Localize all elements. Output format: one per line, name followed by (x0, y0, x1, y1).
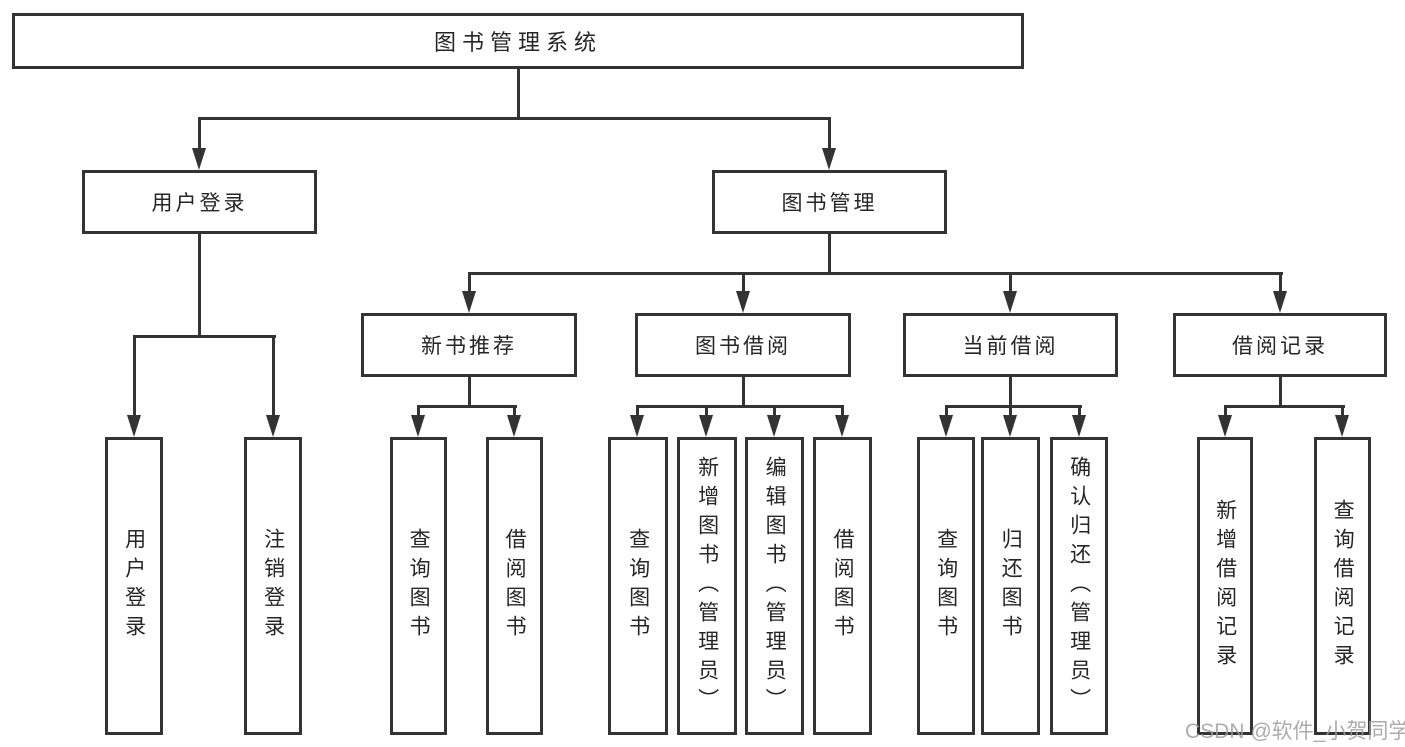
leaf-query-books-borrow: 查询图书 (608, 437, 668, 735)
connector-vline (1341, 405, 1344, 419)
arrowhead-down-icon (1273, 291, 1287, 313)
leaf-return-book: 归还图书 (981, 437, 1040, 735)
node-book-management: 图书管理 (712, 170, 947, 234)
connector-vline (945, 405, 948, 419)
arrowhead-down-icon (767, 415, 781, 437)
arrowhead-down-icon (411, 415, 425, 437)
leaf-edit-book-admin: 编辑图书（管理员） (745, 437, 804, 735)
connector-vline (705, 405, 708, 419)
arrowhead-down-icon (1003, 415, 1017, 437)
connector-vline (828, 234, 831, 275)
connector-vline (841, 405, 844, 419)
arrowhead-down-icon (1218, 415, 1232, 437)
leaf-add-borrow-record-label: 新增借阅记录 (1213, 499, 1237, 673)
node-new-book-recommend: 新书推荐 (361, 313, 577, 377)
connector-vline (272, 335, 275, 419)
leaf-borrow-books-recommend: 借阅图书 (486, 437, 543, 735)
connector-hline (636, 405, 844, 408)
connector-vline (773, 405, 776, 419)
connector-vline (828, 117, 831, 150)
arrowhead-down-icon (1072, 415, 1086, 437)
connector-vline (468, 272, 471, 294)
leaf-borrow-books-label: 借阅图书 (831, 528, 855, 644)
node-borrow-records-label: 借阅记录 (1232, 335, 1328, 358)
connector-hline (417, 405, 517, 408)
leaf-query-books-recommend: 查询图书 (390, 437, 447, 735)
arrowhead-down-icon (507, 415, 521, 437)
arrowhead-down-icon (192, 148, 206, 170)
node-library-system-label: 图书管理系统 (433, 30, 602, 55)
connector-vline (198, 117, 201, 150)
node-book-management-label: 图书管理 (781, 192, 878, 215)
connector-hline (468, 272, 1283, 275)
connector-vline (1279, 377, 1282, 408)
leaf-return-book-label: 归还图书 (999, 528, 1023, 644)
leaf-borrow-books-recommend-label: 借阅图书 (503, 528, 527, 644)
leaf-confirm-return-admin: 确认归还（管理员） (1050, 437, 1108, 735)
leaf-query-books-current: 查询图书 (917, 437, 975, 735)
connector-vline (133, 335, 136, 419)
connector-vline (636, 405, 639, 419)
leaf-query-books-borrow-label: 查询图书 (626, 528, 650, 644)
leaf-borrow-books: 借阅图书 (813, 437, 872, 735)
leaf-confirm-return-admin-label: 确认归还（管理员） (1067, 455, 1091, 717)
arrowhead-down-icon (822, 148, 836, 170)
node-borrow-records: 借阅记录 (1173, 313, 1387, 377)
arrowhead-down-icon (835, 415, 849, 437)
leaf-add-book-admin-label: 新增图书（管理员） (695, 455, 719, 717)
arrowhead-down-icon (1335, 415, 1349, 437)
leaf-query-books-current-label: 查询图书 (934, 528, 958, 644)
connector-vline (1009, 377, 1012, 408)
connector-hline (198, 117, 831, 120)
leaf-user-login: 用户登录 (105, 437, 163, 735)
leaf-add-borrow-record: 新增借阅记录 (1197, 437, 1253, 735)
arrowhead-down-icon (266, 415, 280, 437)
node-book-borrow: 图书借阅 (635, 313, 851, 377)
leaf-query-borrow-record-label: 查询借阅记录 (1331, 499, 1355, 673)
node-library-system: 图书管理系统 (12, 13, 1024, 69)
arrowhead-down-icon (939, 415, 953, 437)
leaf-user-login-label: 用户登录 (122, 528, 146, 644)
connector-vline (417, 405, 420, 419)
arrowhead-down-icon (462, 291, 476, 313)
connector-vline (742, 377, 745, 408)
arrowhead-down-icon (699, 415, 713, 437)
connector-vline (1078, 405, 1081, 419)
connector-vline (517, 69, 520, 120)
connector-hline (133, 335, 276, 338)
connector-hline (1224, 405, 1345, 408)
connector-vline (1224, 405, 1227, 419)
connector-vline (1279, 272, 1282, 294)
arrowhead-down-icon (127, 415, 141, 437)
connector-hline (945, 405, 1082, 408)
leaf-query-books-recommend-label: 查询图书 (407, 528, 431, 644)
watermark: CSDN @软件_小贺同学 (1185, 720, 1405, 743)
leaf-logout-label: 注销登录 (261, 528, 285, 644)
arrowhead-down-icon (1003, 291, 1017, 313)
node-user-login-label: 用户登录 (151, 192, 248, 215)
node-new-book-recommend-label: 新书推荐 (421, 335, 517, 358)
arrowhead-down-icon (630, 415, 644, 437)
node-current-borrow: 当前借阅 (903, 313, 1118, 377)
connector-vline (468, 377, 471, 408)
connector-vline (513, 405, 516, 419)
leaf-edit-book-admin-label: 编辑图书（管理员） (763, 455, 787, 717)
leaf-logout: 注销登录 (244, 437, 302, 735)
connector-vline (1009, 272, 1012, 294)
connector-vline (742, 272, 745, 294)
connector-vline (1009, 405, 1012, 419)
leaf-add-book-admin: 新增图书（管理员） (677, 437, 737, 735)
connector-vline (198, 234, 201, 338)
arrowhead-down-icon (736, 291, 750, 313)
node-current-borrow-label: 当前借阅 (962, 335, 1059, 358)
leaf-query-borrow-record: 查询借阅记录 (1314, 437, 1371, 735)
node-book-borrow-label: 图书借阅 (695, 335, 791, 358)
node-user-login: 用户登录 (82, 170, 317, 234)
